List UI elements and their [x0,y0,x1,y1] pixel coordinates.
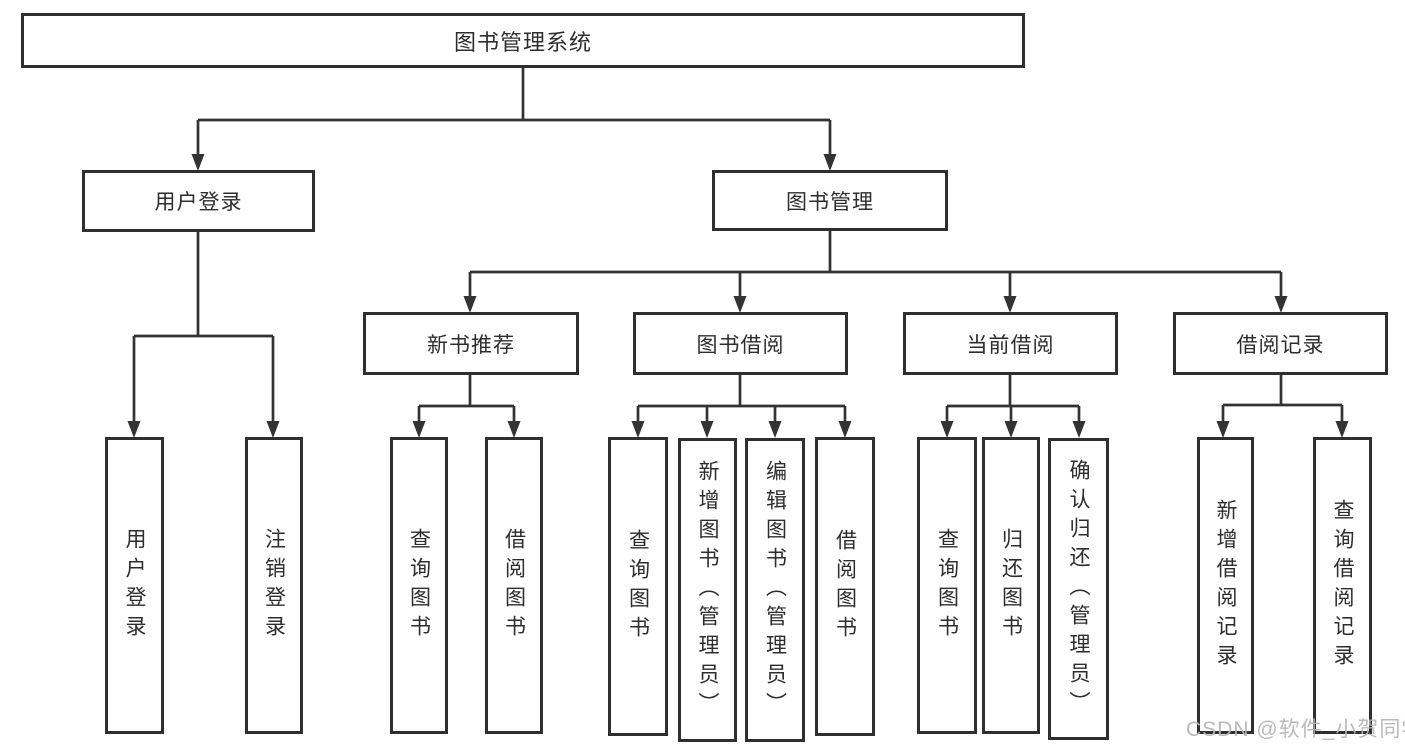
leaf-label: 借阅图书 [502,527,526,644]
leaf-label: 查询图书 [935,527,959,644]
leaf-borrow-add-books-admin: 新增图书（管理员） [678,438,737,742]
leaf-records-query-record: 查询借阅记录 [1313,437,1372,734]
node-label: 用户登录 [154,191,243,214]
leaf-borrow-borrow-books: 借阅图书 [815,437,875,736]
leaf-label: 查询借阅记录 [1331,498,1354,673]
leaf-label: 查询图书 [626,528,650,645]
node-borrow-records: 借阅记录 [1173,312,1388,375]
node-user-login: 用户登录 [82,170,315,232]
leaf-borrow-edit-books-admin: 编辑图书（管理员） [745,438,805,742]
node-root-label: 图书管理系统 [453,29,592,55]
node-label: 图书借阅 [696,333,785,357]
leaf-label: 新增借阅记录 [1214,498,1237,673]
leaf-current-confirm-return-admin: 确认归还（管理员） [1048,438,1109,740]
leaf-label: 确认归还（管理员） [1067,458,1090,720]
leaf-current-query-books: 查询图书 [917,437,977,734]
csdn-watermark: CSDN @软件_小贺同学 [1186,718,1405,741]
node-label: 图书管理 [786,190,874,214]
node-book-borrow: 图书借阅 [633,312,848,375]
leaf-label: 新增图书（管理员） [696,459,719,721]
node-label: 当前借阅 [966,333,1055,357]
leaf-user-login: 用户登录 [105,437,164,734]
node-current-borrow: 当前借阅 [903,312,1118,375]
leaf-label: 注销登录 [262,527,286,644]
leaf-newrec-borrow-books: 借阅图书 [485,437,543,734]
leaf-records-add-record: 新增借阅记录 [1197,437,1254,734]
node-new-book-recommend: 新书推荐 [363,312,579,375]
node-root-system: 图书管理系统 [21,13,1025,68]
leaf-label: 查询图书 [407,527,431,644]
node-book-management: 图书管理 [712,170,948,231]
leaf-label: 借阅图书 [833,528,857,645]
node-label: 新书推荐 [427,333,515,357]
leaf-label: 用户登录 [123,527,146,644]
node-label: 借阅记录 [1236,333,1325,357]
leaf-newrec-query-books: 查询图书 [390,437,448,734]
leaf-borrow-query-books: 查询图书 [608,437,668,736]
leaf-logout: 注销登录 [245,437,303,734]
arrowhead-icons [127,154,1349,438]
leaf-current-return-books: 归还图书 [982,437,1040,734]
leaf-label: 编辑图书（管理员） [763,459,787,721]
leaf-label: 归还图书 [999,527,1023,644]
